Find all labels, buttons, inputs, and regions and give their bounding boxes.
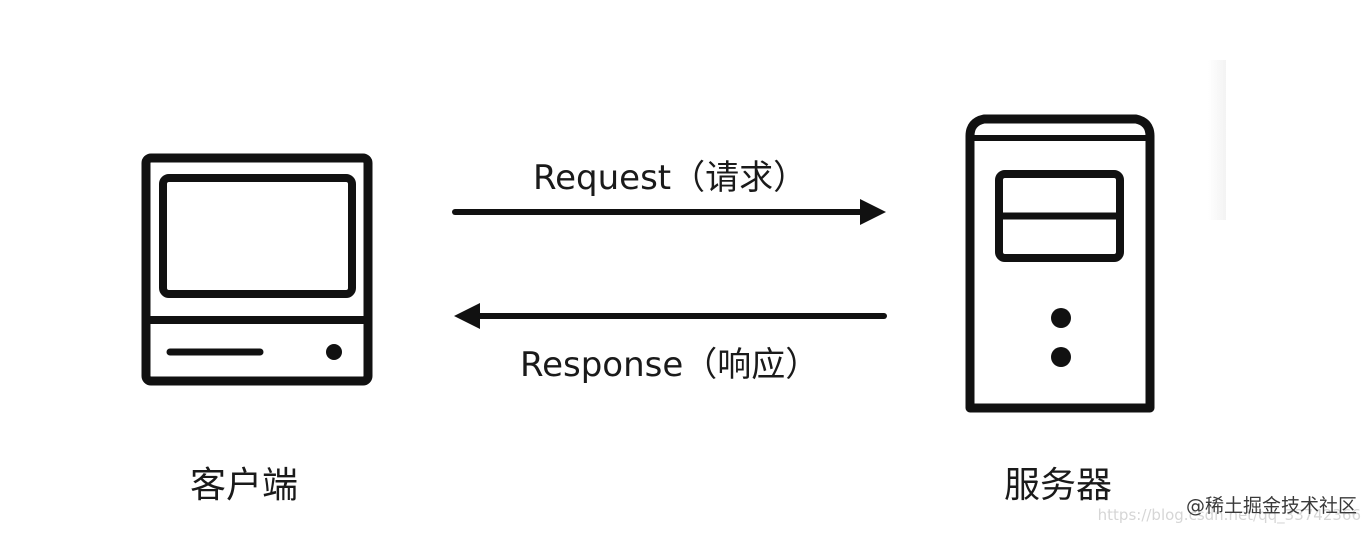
watermark-url: https://blog.csdn.net/qq_33742366 <box>1097 506 1361 524</box>
response-label: Response（响应） <box>520 345 820 385</box>
server-tower-icon <box>965 114 1155 413</box>
desktop-computer-icon <box>141 153 373 386</box>
edge-shade <box>1208 60 1226 220</box>
response-arrow <box>454 303 887 329</box>
request-label: Request（请求） <box>533 158 808 198</box>
client-label: 客户端 <box>190 465 299 506</box>
request-arrow <box>452 199 886 225</box>
server-label: 服务器 <box>1004 465 1113 506</box>
watermark: @稀土掘金技术社区 <box>1185 495 1357 517</box>
